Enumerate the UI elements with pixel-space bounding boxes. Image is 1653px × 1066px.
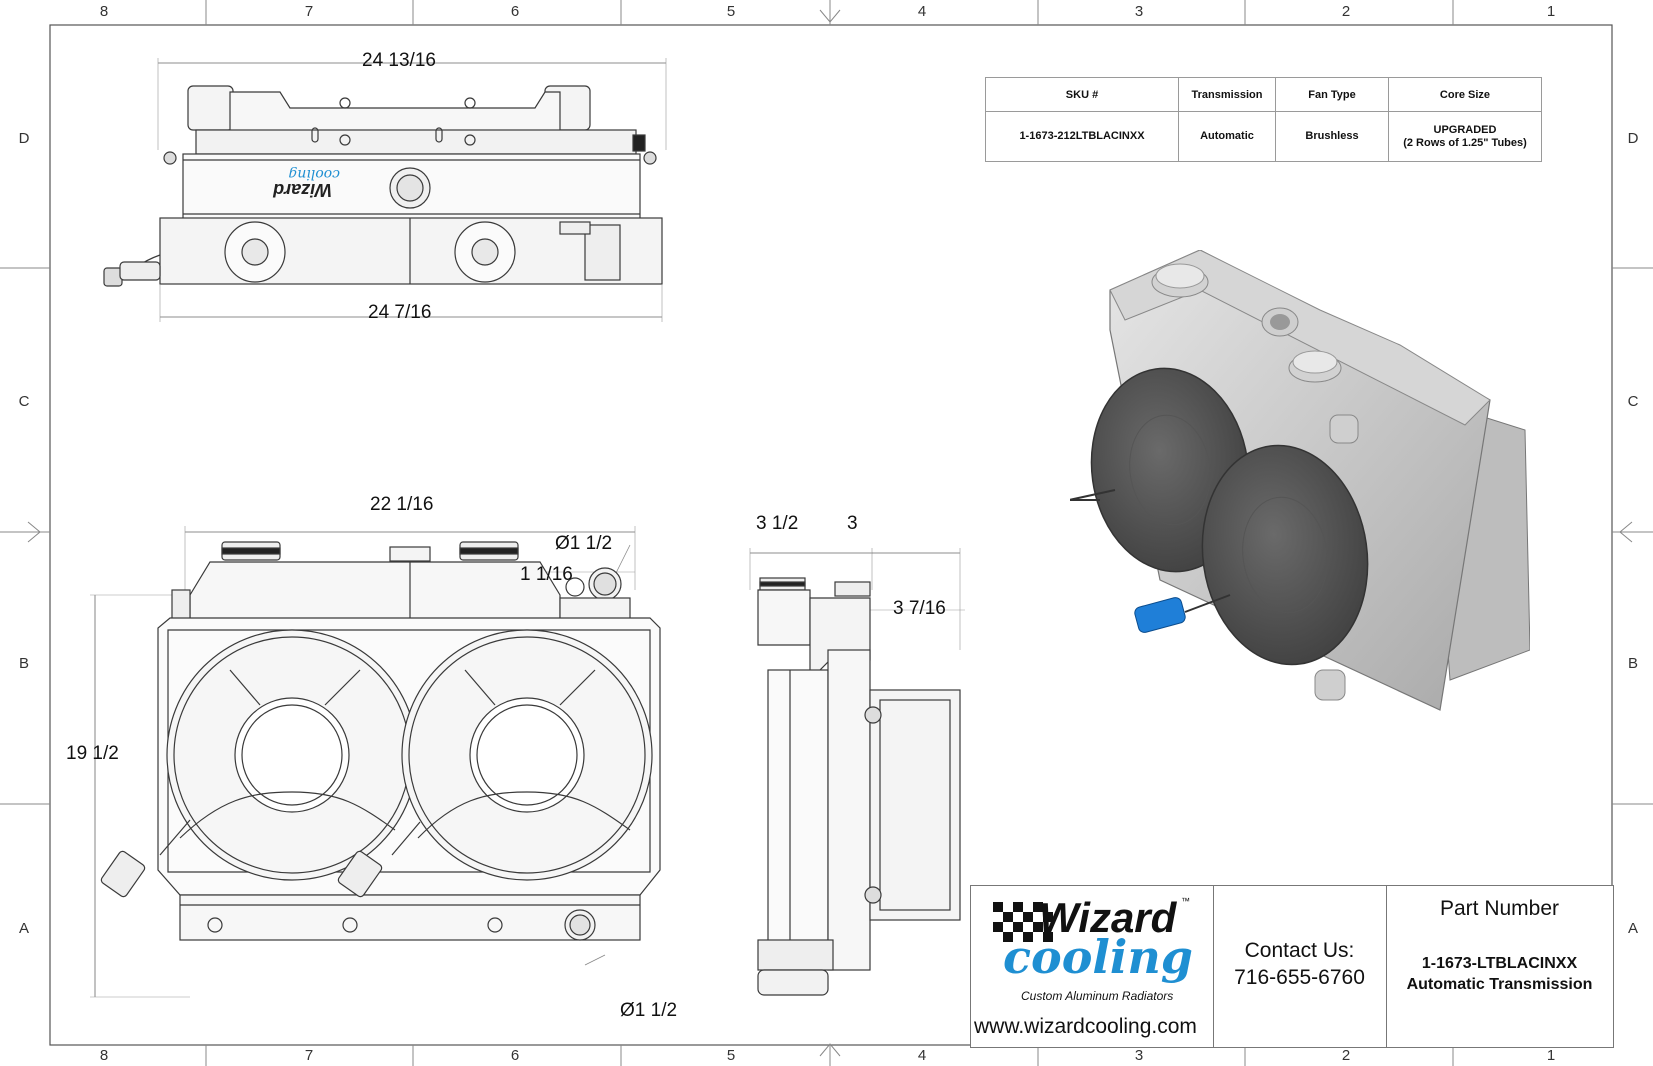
spec-header-fan-type: Fan Type: [1275, 77, 1389, 112]
logo-tm: ™: [1181, 896, 1190, 906]
dim-top-width-lower: 24 7/16: [368, 302, 432, 323]
zone-row-d-right: D: [1627, 130, 1639, 147]
spec-table-row: 1-1673-212LTBLACINXX Automatic Brushless…: [985, 111, 1542, 162]
part-number-label: Part Number: [1439, 897, 1560, 920]
top-view: Wizard cooling: [103, 58, 667, 322]
spec-header-sku: SKU #: [985, 77, 1179, 112]
zone-col-5: 5: [726, 3, 736, 20]
spec-sku: 1-1673-212LTBLACINXX: [985, 111, 1179, 162]
spec-fan-type: Brushless: [1275, 111, 1389, 162]
spec-header-core-size: Core Size: [1388, 77, 1542, 112]
dim-front-width: 22 1/16: [370, 494, 434, 515]
zone-row-b-right: B: [1627, 655, 1638, 672]
spec-core-size-line1: UPGRADED: [1433, 123, 1497, 136]
logo-tagline: Custom Aluminum Radiators: [1021, 989, 1174, 1003]
top-view-logo: Wizard cooling: [272, 166, 340, 200]
zone-col-6: 6: [510, 3, 520, 20]
dim-side-depth-left: 3 1/2: [756, 513, 799, 534]
zone-col-2-bottom: 2: [1341, 1047, 1351, 1064]
website-link[interactable]: www.wizardcooling.com: [974, 1015, 1197, 1038]
dim-outlet-diameter-bottom: Ø1 1/2: [620, 1000, 678, 1021]
contact-phone[interactable]: 716-655-6760: [1234, 966, 1365, 989]
dim-outlet-offset: 1 1/16: [520, 564, 573, 585]
zone-col-2: 2: [1341, 3, 1351, 20]
zone-col-8: 8: [99, 3, 109, 20]
svg-text:Wizard: Wizard: [272, 180, 332, 200]
zone-col-7: 7: [304, 3, 314, 20]
zone-col-5-bottom: 5: [726, 1047, 736, 1064]
dim-side-depth-right: 3: [847, 513, 858, 534]
contact-label: Contact Us:: [1244, 939, 1355, 962]
zone-row-a-right: A: [1627, 920, 1638, 937]
zone-col-4-bottom: 4: [917, 1047, 927, 1064]
front-view: [90, 526, 661, 998]
logo-word: Wizard: [1039, 894, 1177, 941]
checkered-flag-icon: [993, 902, 1053, 942]
zone-col-8-bottom: 8: [99, 1047, 109, 1064]
zone-col-6-bottom: 6: [510, 1047, 520, 1064]
svg-text:cooling: cooling: [288, 166, 340, 182]
side-view: [749, 548, 965, 996]
zone-row-d: D: [18, 130, 30, 147]
spec-core-size: UPGRADED (2 Rows of 1.25" Tubes): [1388, 111, 1542, 162]
title-block: Wizard ™ cooling Custom Aluminum Radiato…: [970, 885, 1614, 1048]
title-block-logo-cell: Wizard ™ cooling Custom Aluminum Radiato…: [971, 886, 1214, 1047]
part-number: 1-1673-LTBLACINXX: [1421, 955, 1578, 972]
zone-row-b: B: [18, 655, 29, 672]
zone-col-4: 4: [917, 3, 927, 20]
dim-outlet-diameter-top: Ø1 1/2: [555, 533, 613, 554]
zone-row-c: C: [18, 393, 30, 410]
dim-side-offset: 3 7/16: [893, 598, 946, 619]
dim-top-width-upper: 24 13/16: [362, 50, 436, 71]
zone-col-3: 3: [1134, 3, 1144, 20]
logo-script: cooling: [1003, 930, 1193, 984]
zone-col-3-bottom: 3: [1134, 1047, 1144, 1064]
title-block-part-cell: Part Number 1-1673-LTBLACINXX Automatic …: [1386, 886, 1613, 1047]
spec-table: SKU # Transmission Fan Type Core Size 1-…: [985, 77, 1542, 162]
dim-front-height: 19 1/2: [66, 743, 119, 764]
zone-row-a: A: [18, 920, 29, 937]
zone-col-1-bottom: 1: [1546, 1047, 1556, 1064]
spec-header-transmission: Transmission: [1178, 77, 1276, 112]
zone-col-1: 1: [1546, 3, 1556, 20]
part-description: Automatic Transmission: [1406, 976, 1593, 993]
spec-core-size-line2: (2 Rows of 1.25" Tubes): [1403, 136, 1527, 149]
isometric-view: [1070, 250, 1530, 711]
zone-row-c-right: C: [1627, 393, 1639, 410]
zone-col-7-bottom: 7: [304, 1047, 314, 1064]
spec-table-header: SKU # Transmission Fan Type Core Size: [985, 77, 1542, 112]
spec-transmission: Automatic: [1178, 111, 1276, 162]
title-block-contact-cell: Contact Us: 716-655-6760: [1213, 886, 1387, 1047]
